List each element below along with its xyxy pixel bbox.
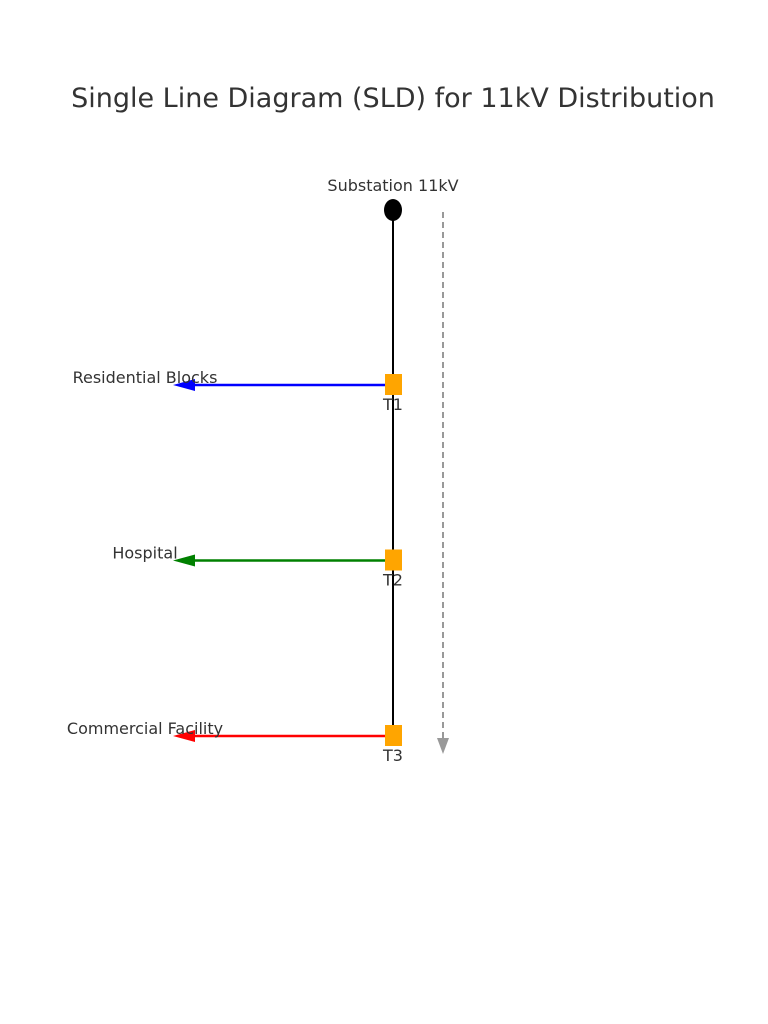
substation-label: Substation 11kV <box>327 176 458 195</box>
feeder-load-label: Residential Blocks <box>73 368 218 387</box>
feeder-load-label: Commercial Facility <box>67 719 223 738</box>
transformer-label: T2 <box>382 571 403 590</box>
feeder-arrowhead <box>173 730 195 742</box>
feeders-group: Residential BlocksT1HospitalT2Commercial… <box>67 368 403 765</box>
substation-node <box>384 199 402 221</box>
feeder-arrowhead <box>173 379 195 391</box>
flow-direction-indicator <box>437 212 449 754</box>
transformer-symbol <box>385 374 402 395</box>
diagram-title: Single Line Diagram (SLD) for 11kV Distr… <box>71 83 715 114</box>
transformer-symbol <box>385 725 402 746</box>
transformer-symbol <box>385 549 402 571</box>
flow-arrowhead <box>437 738 449 754</box>
transformer-label: T3 <box>382 746 403 765</box>
feeder-arrowhead <box>173 554 195 567</box>
feeder-load-label: Hospital <box>112 544 177 563</box>
transformer-label: T1 <box>382 395 403 414</box>
